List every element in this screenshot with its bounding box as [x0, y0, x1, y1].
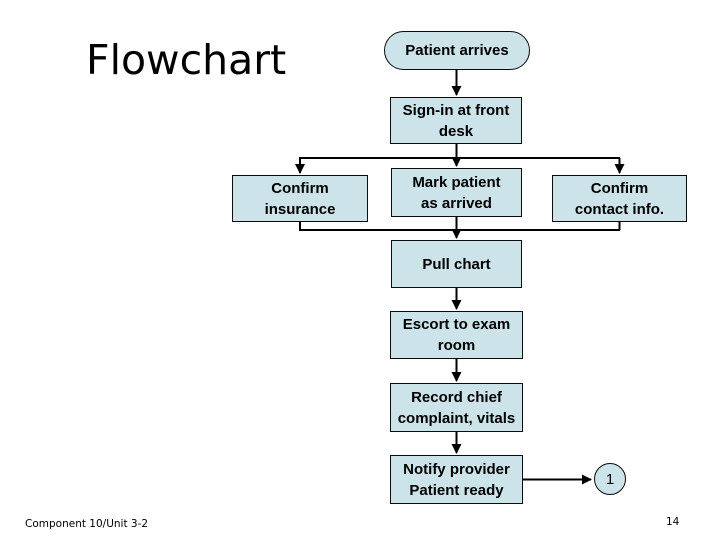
footer-component-label: Component 10/Unit 3-2	[25, 518, 149, 530]
node-record-chief-complaint: Record chief complaint, vitals	[390, 383, 523, 432]
node-escort-to-exam-room: Escort to exam room	[390, 311, 523, 359]
node-mark-patient-arrived: Mark patient as arrived	[391, 168, 522, 217]
slide-title: Flowchart	[86, 36, 287, 84]
node-off-page-connector-1: 1	[594, 463, 626, 495]
page-number: 14	[666, 516, 680, 528]
node-sign-in-front-desk: Sign-in at front desk	[390, 97, 522, 144]
node-confirm-insurance: Confirm insurance	[232, 175, 368, 222]
node-pull-chart: Pull chart	[391, 240, 522, 288]
node-notify-provider: Notify provider Patient ready	[390, 455, 523, 504]
node-confirm-contact-info: Confirm contact info.	[552, 175, 687, 222]
node-patient-arrives: Patient arrives	[384, 31, 530, 70]
